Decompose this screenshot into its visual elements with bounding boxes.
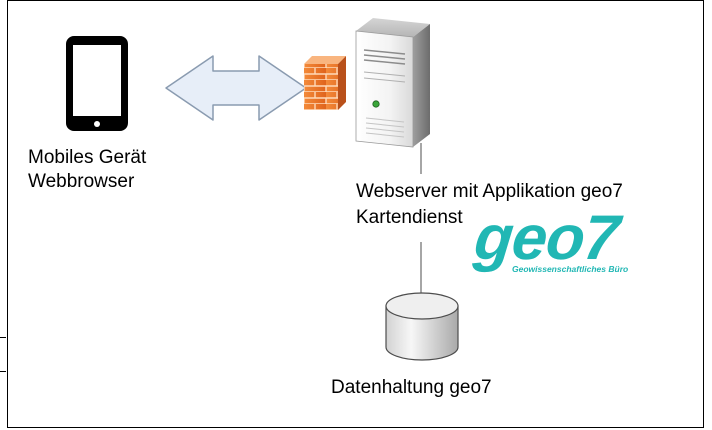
server-tower-icon	[355, 18, 430, 148]
firewall-icon	[304, 56, 346, 110]
server-label: Webserver mit Applikation geo7	[356, 181, 623, 202]
database-cylinder-icon	[385, 292, 459, 361]
server-sublabel: Kartendienst	[356, 207, 463, 228]
edge-mark	[0, 337, 6, 338]
tablet-icon	[66, 36, 128, 131]
double-arrow-icon	[165, 55, 307, 121]
geo7-logo-subtitle: Geowissenschaftliches Büro	[512, 264, 629, 274]
geo7-logo: geo7	[471, 203, 622, 273]
edge-mark	[0, 371, 6, 372]
client-sublabel: Webbrowser	[28, 171, 135, 192]
client-label: Mobiles Gerät	[28, 147, 147, 168]
database-label: Datenhaltung geo7	[331, 377, 492, 398]
